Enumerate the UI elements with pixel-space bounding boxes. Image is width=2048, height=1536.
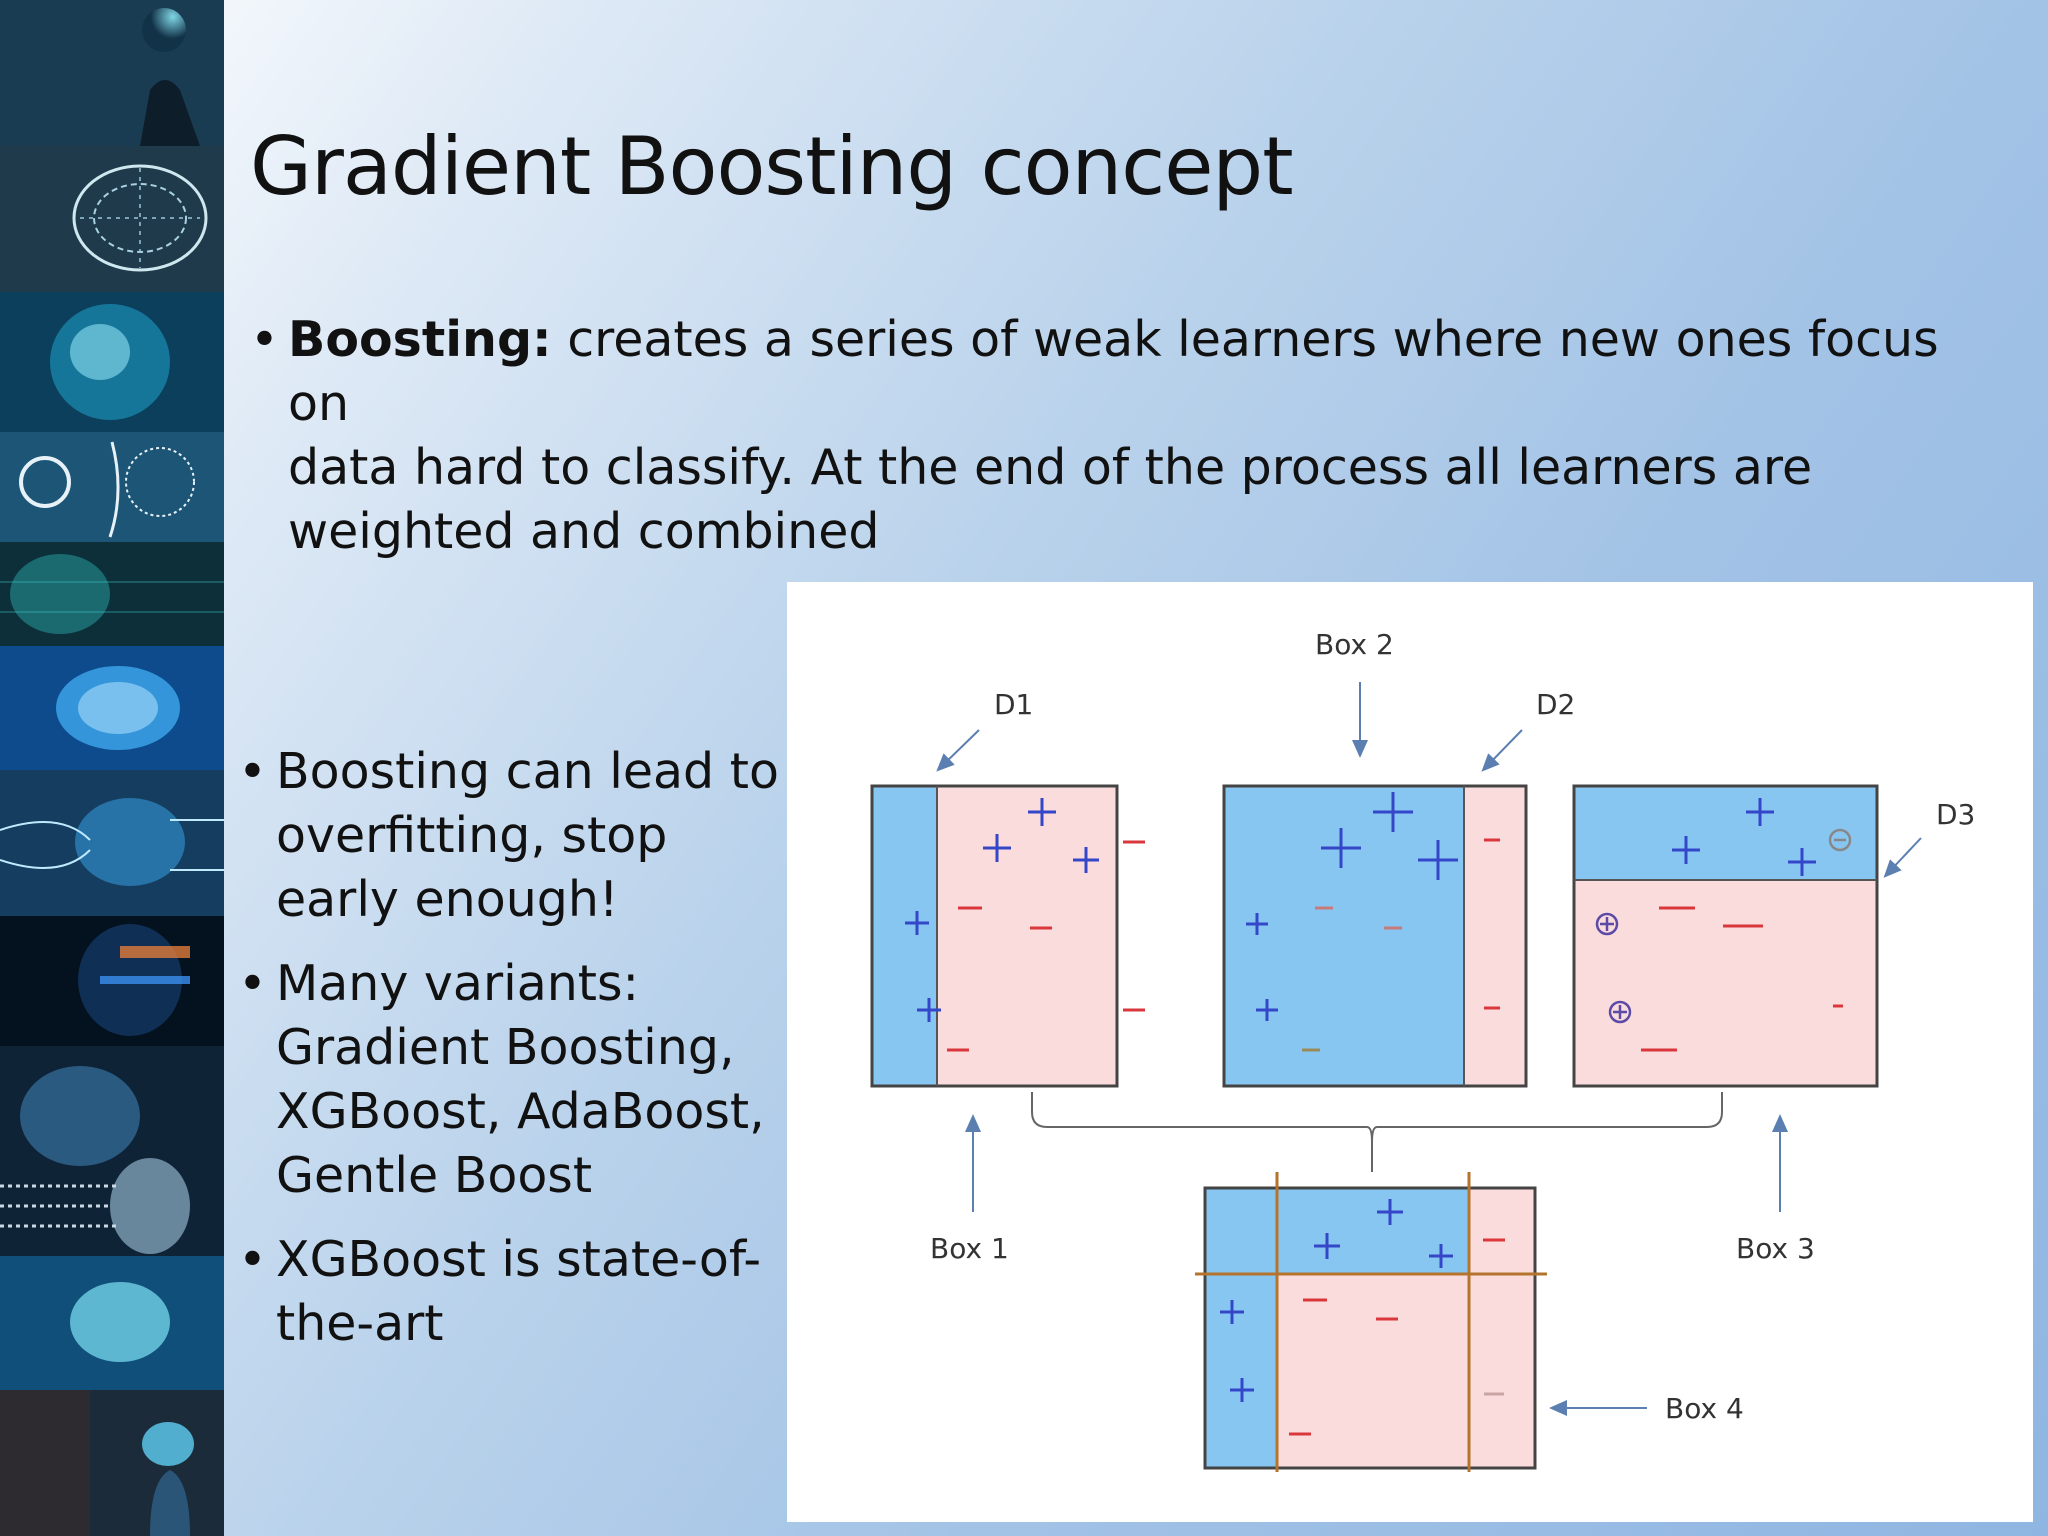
box-2-border <box>1222 784 1528 1088</box>
plus-mark <box>1377 1199 1403 1225</box>
box-1-border <box>870 784 1119 1088</box>
d1-label: D1 <box>994 688 1033 721</box>
arrows <box>936 682 1922 1416</box>
plus-mark <box>1746 798 1774 826</box>
box-1-label: Box 1 <box>930 1232 1009 1265</box>
d2-label: D2 <box>1536 688 1575 721</box>
box-3 <box>1572 784 1879 1088</box>
side-bullet-line: overfitting, stop <box>276 807 668 864</box>
strip-image-glitch-head <box>0 916 224 1046</box>
strip-image-profile-brain <box>0 1390 224 1536</box>
box-1-blue-region <box>872 786 937 1086</box>
box-4-pink-right <box>1469 1188 1535 1468</box>
box-2-blue-region <box>1224 786 1464 1086</box>
side-bullet-line: XGBoost, AdaBoost, <box>276 1083 765 1140</box>
boosting-diagram: Box 2 D1 D2 D3 Box 1 Box 3 Box 4 <box>787 582 2033 1522</box>
plus-mark <box>1028 798 1056 826</box>
side-bullet-line: early enough! <box>276 871 619 928</box>
box-3-label: Box 3 <box>1736 1232 1815 1265</box>
strip-image-digital-head <box>0 292 224 432</box>
side-bullet-overfitting: • Boosting can lead to overfitting, stop… <box>238 740 798 932</box>
bullet-glyph: • <box>238 743 267 800</box>
plus-mark <box>1073 847 1099 873</box>
plus-mark <box>1230 1378 1254 1402</box>
plus-mark <box>1314 1233 1340 1259</box>
plus-mark <box>1429 1244 1453 1268</box>
side-bullet-list: • Boosting can lead to overfitting, stop… <box>238 740 798 1376</box>
plus-mark <box>1788 848 1816 876</box>
box-2-label: Box 2 <box>1315 628 1394 661</box>
box-3-border <box>1572 784 1879 1088</box>
side-bullet-line: the-art <box>276 1295 444 1352</box>
intro-bullet-list: • Boosting: creates a series of weak lea… <box>250 308 2010 564</box>
combine-brace <box>1031 1092 1723 1172</box>
circled-plus-mark <box>1613 1005 1627 1019</box>
side-bullet-line: Boosting can lead to <box>276 743 779 800</box>
box-3-pink-region <box>1574 880 1877 1086</box>
strip-image-blue-brain <box>0 646 224 770</box>
strip-image-tech-face <box>0 542 224 646</box>
plus-mark <box>983 834 1011 862</box>
box-4-border <box>1203 1186 1537 1470</box>
strip-image-circuit-brain <box>0 146 224 292</box>
side-bullet-variants: • Many variants: Gradient Boosting, XGBo… <box>238 952 798 1208</box>
d1-arrow <box>936 729 980 772</box>
plus-mark <box>1220 1300 1244 1324</box>
plus-mark <box>1418 840 1458 880</box>
strip-image-gear-heads <box>0 432 224 542</box>
d3-arrow <box>1883 837 1922 878</box>
bullet-glyph: • <box>238 955 267 1012</box>
weighted-points <box>1595 828 1852 1024</box>
box-4 <box>1195 1172 1547 1472</box>
box-2-pink-region <box>1464 786 1526 1086</box>
circled-plus-mark <box>1600 917 1614 931</box>
box-4-pink-center <box>1277 1274 1469 1468</box>
plus-mark <box>1256 999 1278 1021</box>
circled-plus <box>1608 1000 1632 1024</box>
box-1 <box>870 784 1119 1088</box>
d2-arrow <box>1481 729 1523 772</box>
plus-mark <box>1373 792 1413 832</box>
slide-title: Gradient Boosting concept <box>250 120 1294 213</box>
plus-signs <box>905 792 1816 1402</box>
image-strip <box>0 0 224 1536</box>
plus-mark <box>1672 836 1700 864</box>
plus-mark <box>905 911 929 935</box>
circled-plus <box>1595 912 1619 936</box>
d3-label: D3 <box>1936 798 1975 831</box>
strip-image-binary-face <box>0 1046 224 1256</box>
plus-mark <box>917 998 941 1022</box>
intro-bullet-term: Boosting: <box>288 311 552 368</box>
box-2 <box>1222 784 1528 1088</box>
box-1-pink-region <box>937 786 1117 1086</box>
strip-image-head-silhouette <box>0 0 224 146</box>
bullet-glyph: • <box>238 1231 267 1288</box>
minus-signs <box>947 838 1843 1436</box>
intro-bullet-text-2: data hard to classify. At the end of the… <box>288 439 1813 496</box>
box-3-blue-region <box>1574 786 1877 880</box>
plus-mark <box>1246 913 1268 935</box>
boosting-diagram-svg: Box 2 D1 D2 D3 Box 1 Box 3 Box 4 <box>870 628 1975 1472</box>
plus-mark <box>1321 828 1361 868</box>
side-bullet-xgboost: • XGBoost is state-of- the-art <box>238 1228 798 1356</box>
side-bullet-line: Gradient Boosting, <box>276 1019 735 1076</box>
intro-bullet-text-1: creates a series of weak learners where … <box>288 311 1939 432</box>
side-bullet-line: Many variants: <box>276 955 640 1012</box>
strip-image-glow-brain <box>0 1256 224 1390</box>
box-4-label: Box 4 <box>1665 1392 1744 1425</box>
intro-bullet: • Boosting: creates a series of weak lea… <box>250 308 2010 564</box>
box-4-blue-left <box>1205 1188 1277 1468</box>
circled-minus <box>1828 828 1852 852</box>
bullet-glyph: • <box>250 311 279 368</box>
intro-bullet-text-3: weighted and combined <box>288 503 880 560</box>
box-4-blue-top <box>1277 1188 1469 1274</box>
side-bullet-line: XGBoost is state-of- <box>276 1231 762 1288</box>
side-bullet-line: Gentle Boost <box>276 1147 593 1204</box>
strip-image-wired-brain <box>0 770 224 916</box>
